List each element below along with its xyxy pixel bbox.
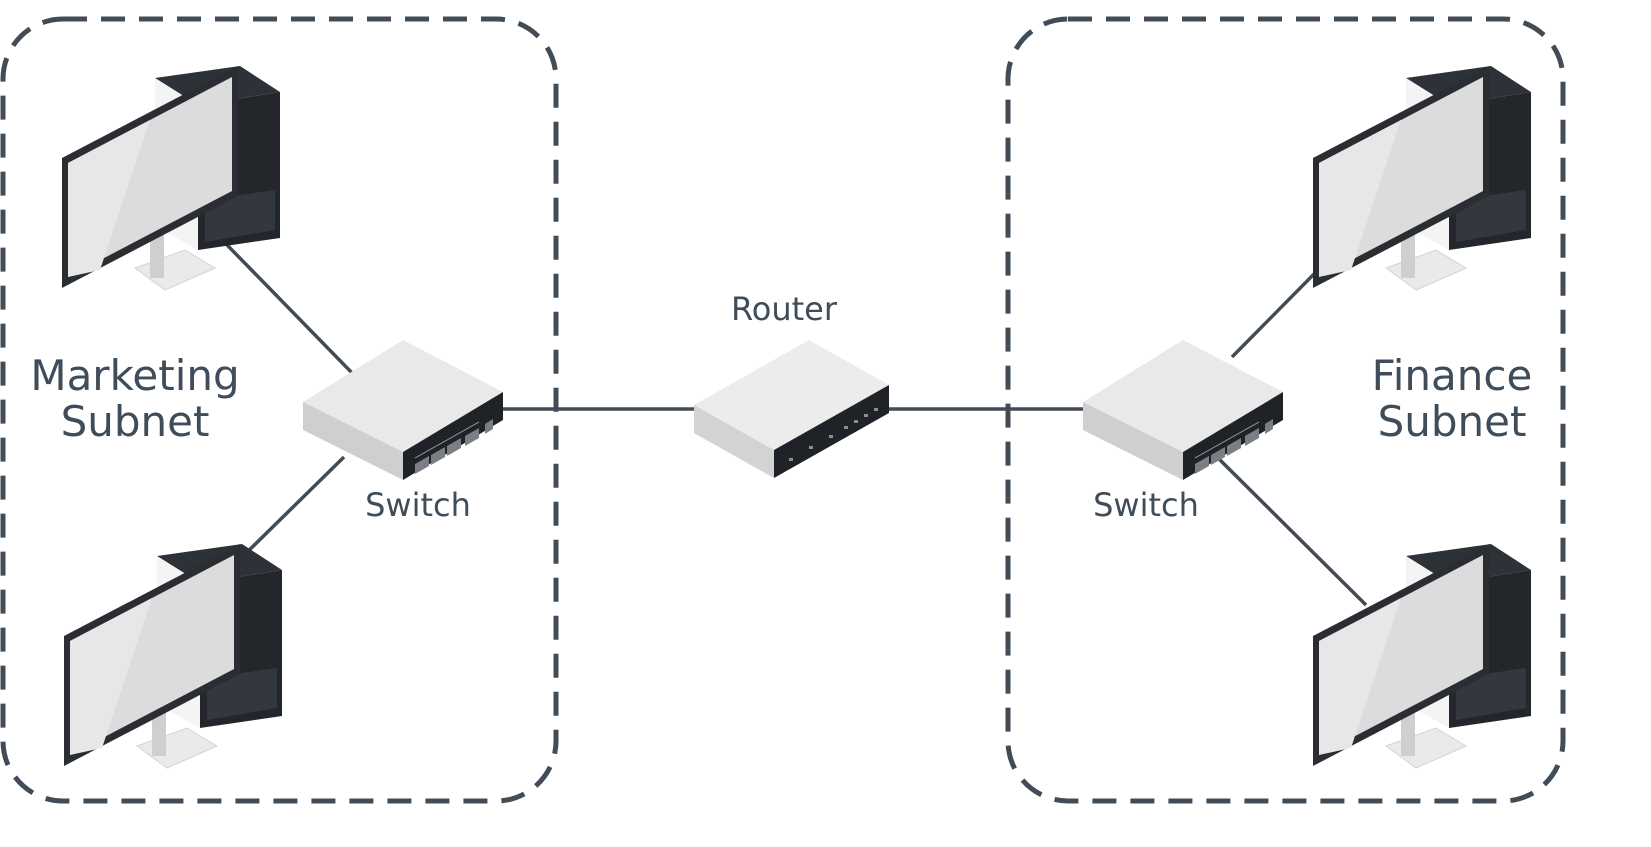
marketing-subnet-label-line1: Marketing — [30, 351, 239, 400]
computer-icon-marketing-top — [61, 65, 281, 291]
switch-icon-left — [302, 339, 504, 481]
computer-icon-marketing-bottom — [63, 543, 283, 769]
link-pc-top-right — [1230, 266, 1322, 359]
router-label: Router — [731, 290, 838, 328]
computer-icon-finance-top — [1312, 65, 1532, 291]
link-pc-bottom-right — [1212, 452, 1368, 607]
marketing-subnet-label-line2: Subnet — [61, 397, 210, 446]
left-switch-label: Switch — [365, 486, 471, 524]
router-icon — [694, 340, 889, 478]
link-pc-bottom-left — [232, 455, 346, 567]
finance-subnet-label-line2: Subnet — [1378, 397, 1527, 446]
right-switch-label: Switch — [1093, 486, 1199, 524]
computer-icon-finance-bottom — [1312, 543, 1532, 769]
switch-icon-right — [1082, 339, 1284, 481]
finance-subnet-label-line1: Finance — [1372, 351, 1533, 400]
